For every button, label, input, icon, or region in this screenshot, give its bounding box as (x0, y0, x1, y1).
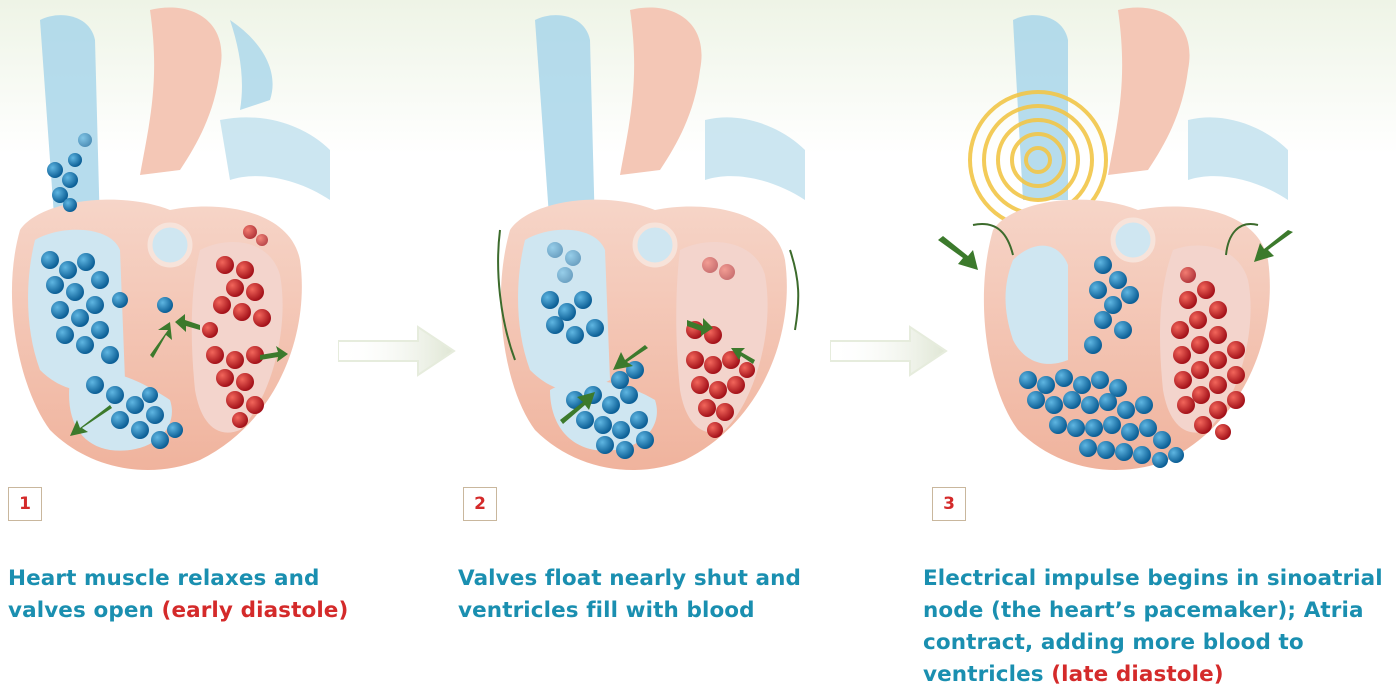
step-1-caption-highlight: (early diastole) (162, 598, 349, 623)
step-1-panel: 1 Heart muscle relaxes and valves open (… (0, 0, 330, 700)
step-2-caption: Valves float nearly shut and ventricles … (458, 563, 848, 627)
step-number-2: 2 (463, 487, 497, 521)
step-3-caption: Electrical impulse begins in sinoatrial … (923, 563, 1393, 691)
progression-arrow-1 (338, 323, 458, 379)
step-number-3: 3 (932, 487, 966, 521)
step-3-panel: 3 Electrical impulse begins in sinoatria… (918, 0, 1396, 700)
contraction-arrow-right (1254, 230, 1293, 262)
step-1-caption: Heart muscle relaxes and valves open (ea… (8, 563, 368, 627)
step-3-caption-highlight: (late diastole) (1051, 662, 1223, 687)
heart-illustration-late-diastole (918, 0, 1396, 480)
heart-illustration-ventricle-filling (455, 0, 815, 480)
step-2-caption-text: Valves float nearly shut and ventricles … (458, 566, 801, 623)
heart-illustration-early-diastole (0, 0, 330, 480)
contraction-arrow-left (938, 236, 978, 270)
step-2-panel: 2 Valves float nearly shut and ventricle… (455, 0, 815, 700)
step-number-1: 1 (8, 487, 42, 521)
